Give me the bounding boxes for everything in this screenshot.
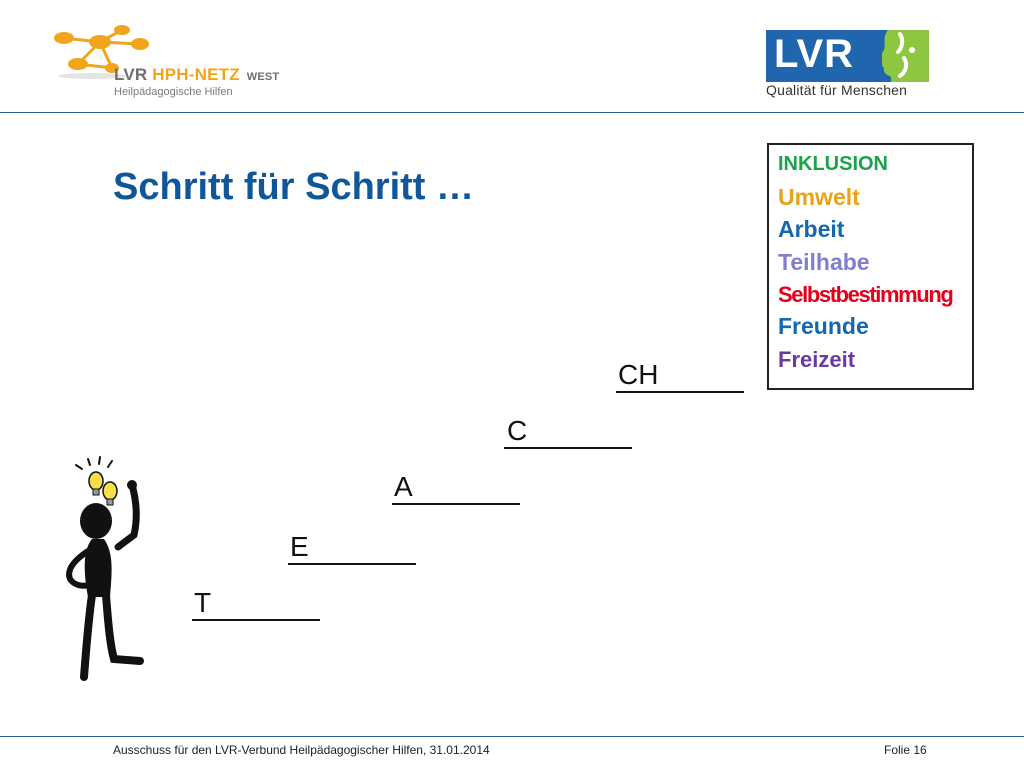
step-line (192, 619, 320, 621)
logo-west-text: WEST (246, 71, 280, 83)
step-line (616, 391, 744, 393)
network-logo-icon (54, 25, 149, 79)
step-line (504, 447, 632, 449)
step-line (392, 503, 520, 505)
step-letter: E (290, 531, 309, 562)
keyword-item: Selbstbestimmung (778, 282, 954, 307)
step-line (288, 563, 416, 565)
footer-divider (0, 736, 1024, 737)
lvr-logo-word: LVR (774, 32, 855, 76)
step-t: T (192, 587, 320, 621)
lvr-tagline: Qualität für Menschen (766, 82, 908, 98)
step-a: A (392, 471, 520, 505)
keyword-item: Freunde (778, 313, 869, 339)
lightbulb-icon (88, 471, 104, 496)
slide-title: Schritt für Schritt … (113, 166, 475, 208)
hph-netz-logo: LVR HPH-NETZ WEST Heilpädagogische Hilfe… (48, 20, 288, 102)
keyword-item: Teilhabe (778, 249, 870, 275)
footer-text: Ausschuss für den LVR-Verbund Heilpädago… (113, 743, 490, 757)
keyword-list-box: INKLUSION Umwelt Arbeit Teilhabe Selbstb… (767, 143, 974, 390)
lvr-logo-box: LVR (766, 30, 929, 82)
hph-netz-logo-title: LVR HPH-NETZ WEST (114, 65, 279, 85)
step-letter: A (394, 471, 413, 502)
keyword-item: INKLUSION (778, 153, 888, 175)
keyword-item: Umwelt (778, 184, 860, 210)
step-c: C (504, 415, 632, 449)
logo-lvr-text: LVR (114, 65, 148, 84)
step-letter: C (507, 415, 528, 446)
face-profile-icon (879, 30, 915, 82)
lightbulb-icon (102, 481, 118, 506)
logo-subtitle: Heilpädagogische Hilfen (114, 86, 233, 98)
lvr-logo: LVR Qualität für Menschen (766, 30, 936, 102)
slide-number: Folie 16 (884, 743, 927, 757)
step-e: E (288, 531, 416, 565)
header-divider (0, 112, 1024, 113)
step-ch: CH (616, 359, 744, 393)
thinking-person-icon (66, 456, 144, 681)
step-letter: T (194, 587, 212, 618)
keyword-item: Arbeit (778, 216, 845, 242)
keyword-item: Freizeit (778, 347, 856, 372)
logo-hph-netz-text: HPH-NETZ (152, 65, 240, 84)
step-letter: CH (618, 359, 659, 390)
